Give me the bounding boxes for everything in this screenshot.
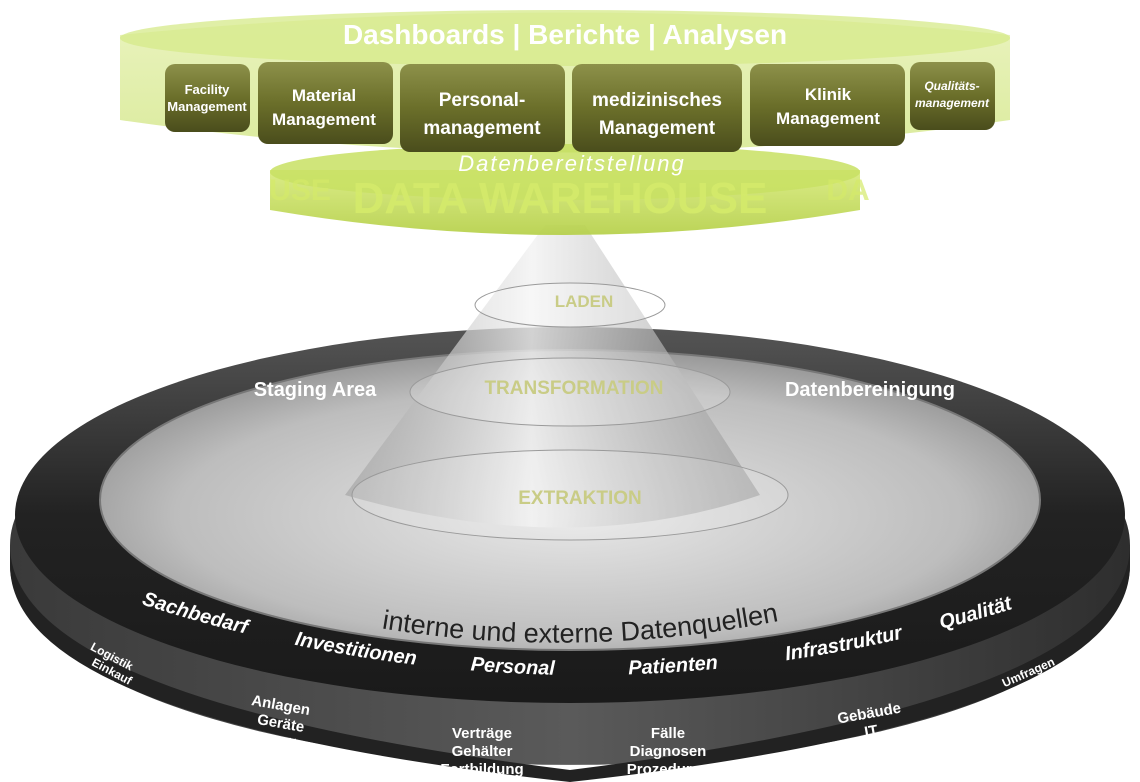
svg-text:Prozeduren: Prozeduren <box>627 761 710 778</box>
module-facility-line2: Management <box>167 99 247 114</box>
warehouse-fragment-left: USE <box>269 174 331 207</box>
svg-text:IT: IT <box>863 722 879 741</box>
module-facility-line1: Facility <box>185 82 231 97</box>
svg-text:Fortbildung: Fortbildung <box>440 761 523 778</box>
source-category-personal: Personal <box>470 653 556 679</box>
module-medical-line1: medizinisches <box>592 90 722 111</box>
svg-text:Diagnosen: Diagnosen <box>630 743 707 760</box>
module-personal-line2: management <box>423 118 541 139</box>
module-labels: Facility Management Material Management … <box>167 79 990 139</box>
module-clinic-line1: Klinik <box>805 85 852 104</box>
module-personal-line1: Personal- <box>439 90 526 111</box>
svg-text:Gehälter: Gehälter <box>452 743 513 760</box>
svg-text:Fälle: Fälle <box>651 725 685 742</box>
etl-cone: LADEN TRANSFORMATION EXTRAKTION <box>345 225 789 541</box>
module-material-line2: Management <box>272 110 376 129</box>
cone-stage-transform: TRANSFORMATION <box>484 378 663 399</box>
cone-stage-extract: EXTRAKTION <box>518 488 642 509</box>
category-items-patienten: Fälle Diagnosen Prozeduren <box>627 725 710 778</box>
module-quality-line2: management <box>915 96 990 110</box>
warehouse-fragment-right: DA <box>826 174 869 207</box>
warehouse-label: DATA WAREHOUSE <box>353 174 768 223</box>
staging-area-label: Staging Area <box>254 379 377 401</box>
data-cleansing-label: Datenbereinigung <box>785 379 955 401</box>
module-material-line1: Material <box>292 86 356 105</box>
management-modules <box>165 62 995 152</box>
category-items-personal: Verträge Gehälter Fortbildung <box>440 725 523 778</box>
top-ring-title: Dashboards | Berichte | Analysen <box>343 19 787 50</box>
cone-stage-load: LADEN <box>555 292 614 311</box>
module-quality-line1: Qualitäts- <box>924 79 979 93</box>
data-provisioning-label: Datenbereitstellung <box>458 151 686 176</box>
module-clinic-line2: Management <box>776 109 880 128</box>
module-medical-line2: Management <box>599 118 716 139</box>
svg-text:Verträge: Verträge <box>452 725 512 742</box>
